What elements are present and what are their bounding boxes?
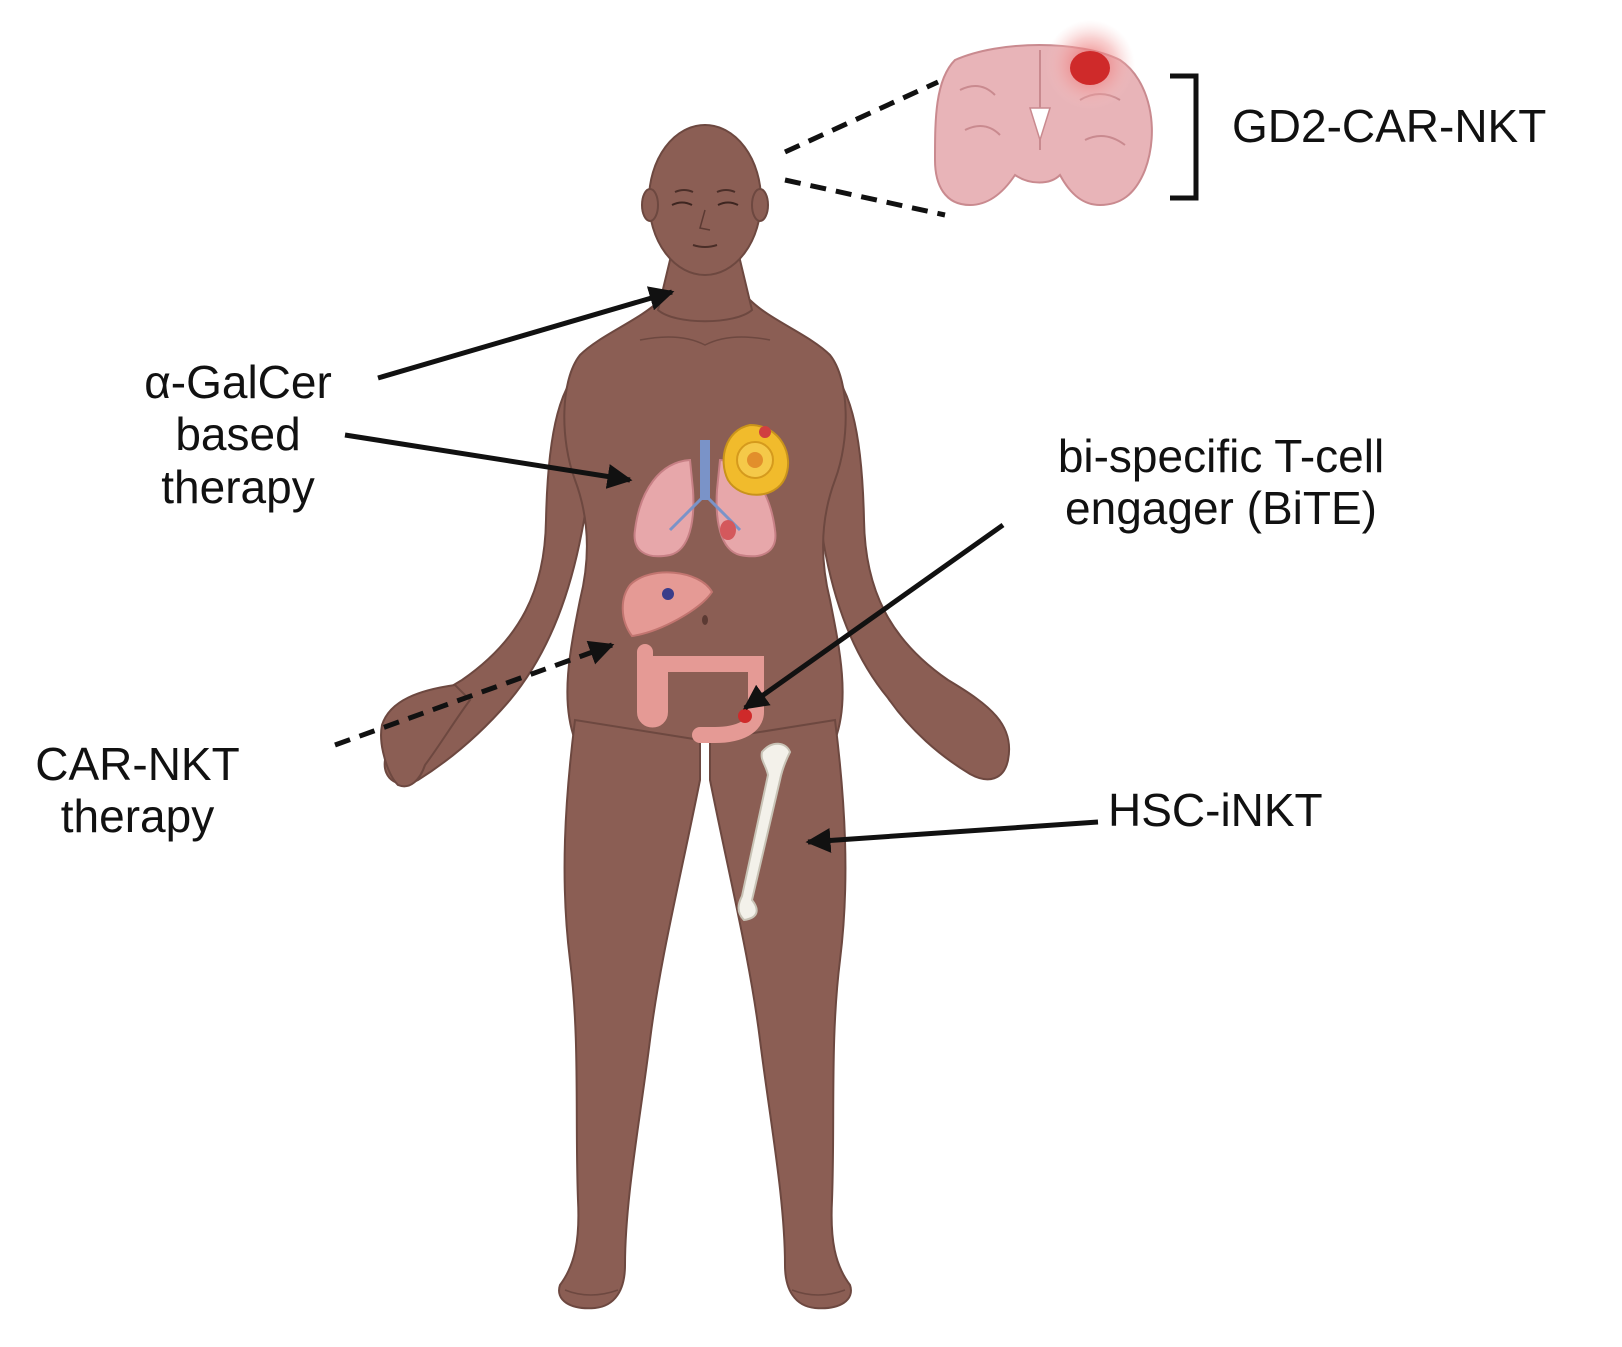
label-bite: bi-specific T-cell engager (BiTE) <box>1005 430 1437 535</box>
torso <box>563 299 847 741</box>
label-carnkt-line-2: therapy <box>60 790 215 843</box>
arrow-agalcer-to-neck <box>377 286 675 381</box>
label-agalcer-line-3: therapy <box>161 460 315 513</box>
label-bite-line-1: bi-specific T-cell <box>1057 430 1385 482</box>
label-agalcer-line-1: α-GalCer <box>144 356 332 408</box>
label-bite-line-2: engager (BiTE) <box>1065 482 1377 535</box>
brain-zoom-connector <box>783 79 946 218</box>
right-leg <box>709 718 852 1310</box>
label-car-nkt-therapy: CAR-NKT therapy <box>20 738 255 843</box>
left-hand <box>380 683 472 788</box>
breast-tumor-icon <box>722 423 790 496</box>
arrow-carnkt-to-liver <box>334 640 615 748</box>
left-leg <box>558 718 701 1310</box>
label-gd2-car-nkt: GD2-CAR-NKT <box>1232 100 1547 152</box>
arrow-hsc-to-femur <box>805 819 1099 853</box>
human-body-figure <box>380 124 1011 1310</box>
label-agalcer-therapy: α-GalCer based therapy <box>118 356 358 513</box>
brain-tumor-icon <box>933 20 1153 207</box>
head <box>648 124 762 276</box>
trachea <box>700 440 710 500</box>
label-hsc-inkt: HSC-iNKT <box>1108 784 1323 836</box>
neck <box>656 259 754 323</box>
label-carnkt-line-1: CAR-NKT <box>35 738 240 790</box>
arrow-agalcer-to-chest <box>344 432 633 489</box>
arrow-bite-to-colon <box>742 522 1005 711</box>
femur-bone-icon <box>737 742 792 922</box>
label-agalcer-line-2: based <box>175 408 301 461</box>
liver-icon <box>621 571 714 638</box>
gd2-bracket <box>1170 73 1199 201</box>
brain-tumor <box>1070 51 1110 85</box>
colon-icon <box>637 644 764 743</box>
